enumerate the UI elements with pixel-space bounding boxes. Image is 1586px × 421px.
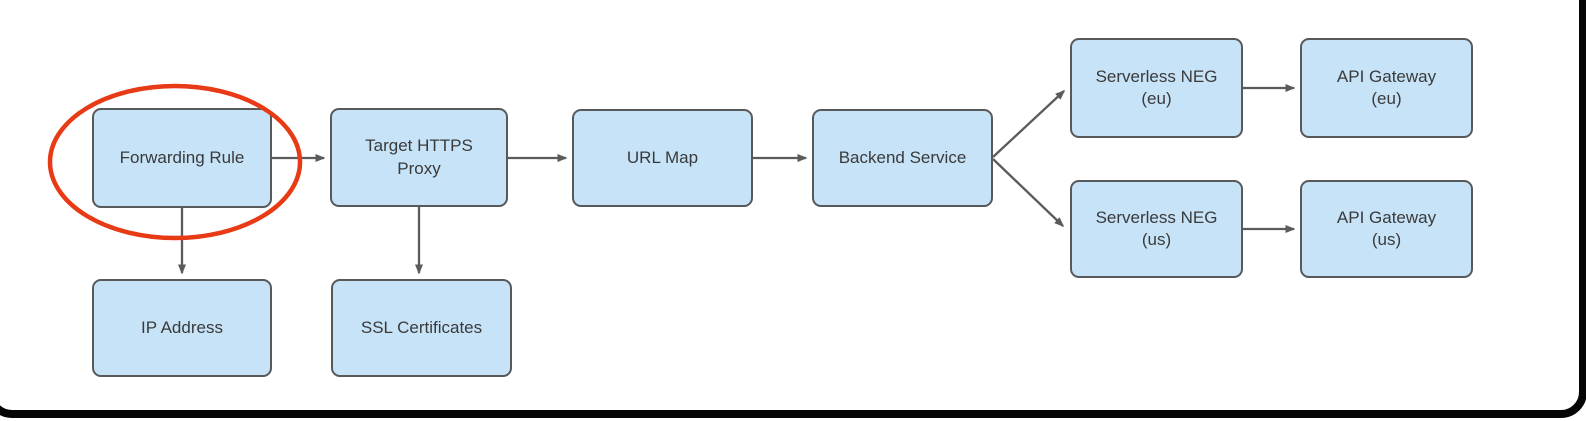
node-label: URL Map (626, 147, 699, 167)
node-label: SSL Certificates (360, 317, 483, 337)
node-forwarding-rule: Forwarding Rule (92, 108, 272, 208)
node-label: Serverless NEG (1095, 66, 1218, 86)
node-label: API Gateway (1336, 66, 1437, 86)
node-label: IP Address (141, 317, 223, 337)
node-label: (eu) (1141, 89, 1172, 108)
node-label: Forwarding Rule (119, 147, 245, 167)
node-api-gateway-eu: API Gateway (eu) (1300, 38, 1473, 138)
node-serverless-neg-eu: Serverless NEG (eu) (1070, 38, 1243, 138)
node-ssl-certificates: SSL Certificates (331, 279, 512, 377)
edge-backend-to-neg-us (992, 158, 1065, 228)
node-label: (eu) (1371, 89, 1402, 108)
node-label: Proxy (397, 158, 441, 178)
node-label: Target HTTPS (365, 136, 473, 156)
node-api-gateway-us: API Gateway (us) (1300, 180, 1473, 278)
node-label: Serverless NEG (1095, 207, 1218, 227)
node-ip-address: IP Address (92, 279, 272, 377)
node-url-map: URL Map (572, 109, 753, 207)
edge-backend-to-neg-eu (992, 89, 1066, 158)
node-serverless-neg-us: Serverless NEG (us) (1070, 180, 1243, 278)
node-label: API Gateway (1336, 207, 1437, 227)
node-label: Backend Service (838, 147, 967, 167)
node-label: (us) (1371, 230, 1402, 249)
node-label: (us) (1141, 230, 1172, 249)
node-backend-service: Backend Service (812, 109, 993, 207)
node-target-https-proxy: Target HTTPS Proxy (330, 108, 508, 207)
